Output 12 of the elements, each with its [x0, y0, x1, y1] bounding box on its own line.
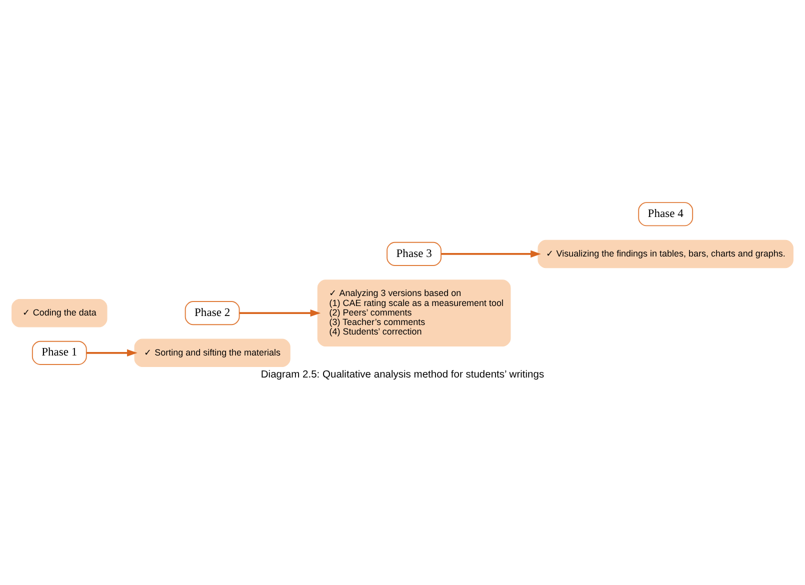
node-box: Phase 4	[638, 202, 694, 226]
arrow	[239, 308, 321, 316]
node-box: Phase 2	[184, 300, 240, 325]
node-box: ✓ Visualizing the findings in tables, bars, charts and graphs.	[538, 239, 794, 268]
node-box: ✓ Analyzing 3 versions based on (1) CAE rating scale as a measurement tool (2) Peers’ comments (3) Teacher’s comments (4) Students’ correction	[317, 279, 511, 346]
node-box: ✓ Sorting and sifting the materials	[134, 338, 290, 367]
arrow	[441, 250, 541, 258]
node-box: Phase 1	[32, 340, 87, 364]
arrow	[86, 348, 138, 356]
node-box: ✓ Coding the data	[12, 298, 108, 327]
node-box: Phase 3	[386, 241, 442, 266]
caption: Diagram 2.5: Qualitative analysis method for students’ writings	[260, 369, 544, 380]
